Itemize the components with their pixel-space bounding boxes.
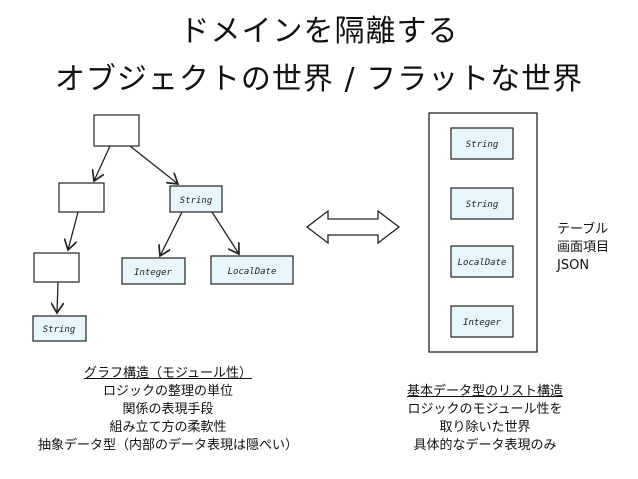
right-caption-line: 具体的なデータ表現のみ — [413, 438, 557, 453]
double-arrow-icon — [305, 209, 401, 245]
left-caption-line: 抽象データ型（内部のデータ表現は隠ぺい） — [37, 438, 298, 453]
integer-box — [121, 257, 186, 285]
side-note-line: JSON — [557, 258, 590, 273]
right-caption-heading: 基本データ型のリスト構造 — [406, 384, 563, 399]
side-note-line: テーブル — [557, 222, 609, 237]
left-caption-line: ロジックの整理の単位 — [102, 384, 233, 399]
slide-title-line1: ドメインを隔離する — [179, 14, 459, 49]
root-object-box — [93, 114, 140, 147]
object-box-level3 — [33, 252, 80, 283]
right-caption-line: ロジックのモジュール性を — [407, 402, 563, 417]
object-box-level2 — [58, 182, 105, 213]
left-caption-line: 組み立て方の柔軟性 — [109, 420, 227, 435]
edge-object-to-string-leaf — [57, 281, 58, 313]
flat-item-label: String — [466, 200, 499, 210]
localdate-box — [210, 255, 294, 285]
left-caption-line: 関係の表現手段 — [122, 402, 214, 417]
string-box-child — [169, 185, 223, 213]
flat-item-box — [450, 127, 514, 160]
edge-object-to-object — [68, 211, 79, 250]
side-note: テーブル 画面項目 JSON — [557, 221, 609, 275]
edge-string-to-integer — [160, 211, 183, 256]
edge-string-to-localdate — [211, 211, 239, 254]
flat-item-label: LocalDate — [458, 258, 507, 268]
edge-root-to-object — [94, 145, 111, 181]
flat-item-label: String — [466, 140, 499, 150]
flat-item-label: Integer — [463, 318, 502, 328]
edge-root-to-string — [129, 145, 178, 184]
slide-title-line2: オブジェクトの世界 / フラットな世界 — [54, 62, 584, 97]
localdate-label: LocalDate — [228, 267, 277, 277]
right-caption-line: 取り除いた世界 — [439, 420, 531, 435]
flat-item-box — [450, 187, 514, 220]
right-caption: 基本データ型のリスト構造 ロジックのモジュール性を 取り除いた世界 具体的なデー… — [380, 383, 590, 455]
string-child-label: String — [180, 196, 213, 206]
side-note-line: 画面項目 — [557, 240, 610, 255]
integer-label: Integer — [134, 268, 173, 278]
flat-item-box — [450, 245, 514, 278]
string-leaf-label: String — [43, 325, 76, 335]
flat-item-box — [450, 305, 514, 338]
left-caption-heading: グラフ構造（モジュール性） — [83, 366, 253, 381]
left-caption: グラフ構造（モジュール性） ロジックの整理の単位 関係の表現手段 組み立て方の柔… — [18, 365, 318, 455]
string-box-leaf — [32, 315, 87, 342]
